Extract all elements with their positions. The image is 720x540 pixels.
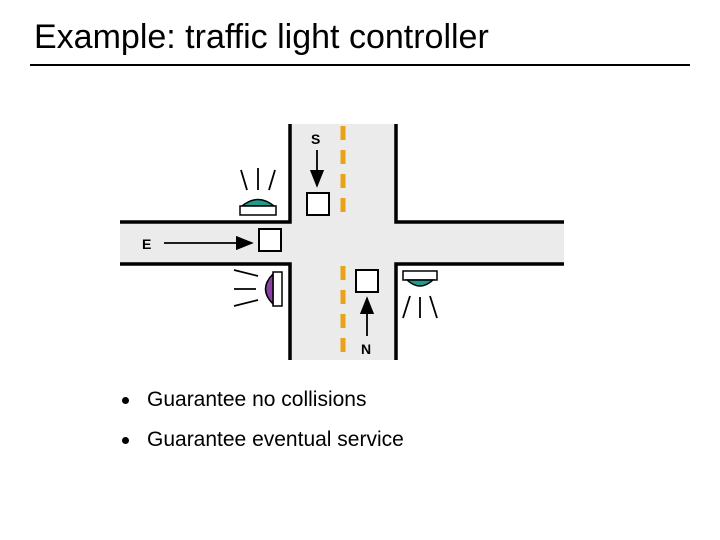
traffic-light-bottom-right: [402, 270, 438, 319]
curbs: [120, 124, 564, 360]
curb-top-right: [394, 124, 564, 224]
car-north: [355, 269, 379, 293]
car-south: [306, 192, 330, 216]
slide-title: Example: traffic light controller: [34, 18, 489, 56]
curb-bottom-right: [394, 262, 564, 360]
label-south: S: [311, 131, 320, 147]
light-lens-green: [405, 279, 435, 287]
traffic-light-top-left: [239, 168, 277, 216]
light-lens-purple: [264, 272, 274, 306]
car-east: [258, 228, 282, 252]
bullet-list: Guarantee no collisions Guarantee eventu…: [122, 380, 404, 460]
bullet-dot: [122, 396, 129, 404]
traffic-light-bottom-left: [233, 269, 283, 307]
label-north: N: [361, 341, 371, 357]
title-underline: [30, 64, 690, 66]
bullet-item: Guarantee eventual service: [122, 420, 404, 460]
bullet-item: Guarantee no collisions: [122, 380, 404, 420]
label-east: E: [142, 236, 151, 252]
curb-top-left: [120, 124, 292, 224]
bullet-text: Guarantee no collisions: [147, 388, 367, 411]
bullet-text: Guarantee eventual service: [147, 428, 404, 451]
light-lens-green: [239, 198, 277, 207]
curb-bottom-left: [120, 262, 292, 360]
bullet-dot: [122, 436, 129, 444]
